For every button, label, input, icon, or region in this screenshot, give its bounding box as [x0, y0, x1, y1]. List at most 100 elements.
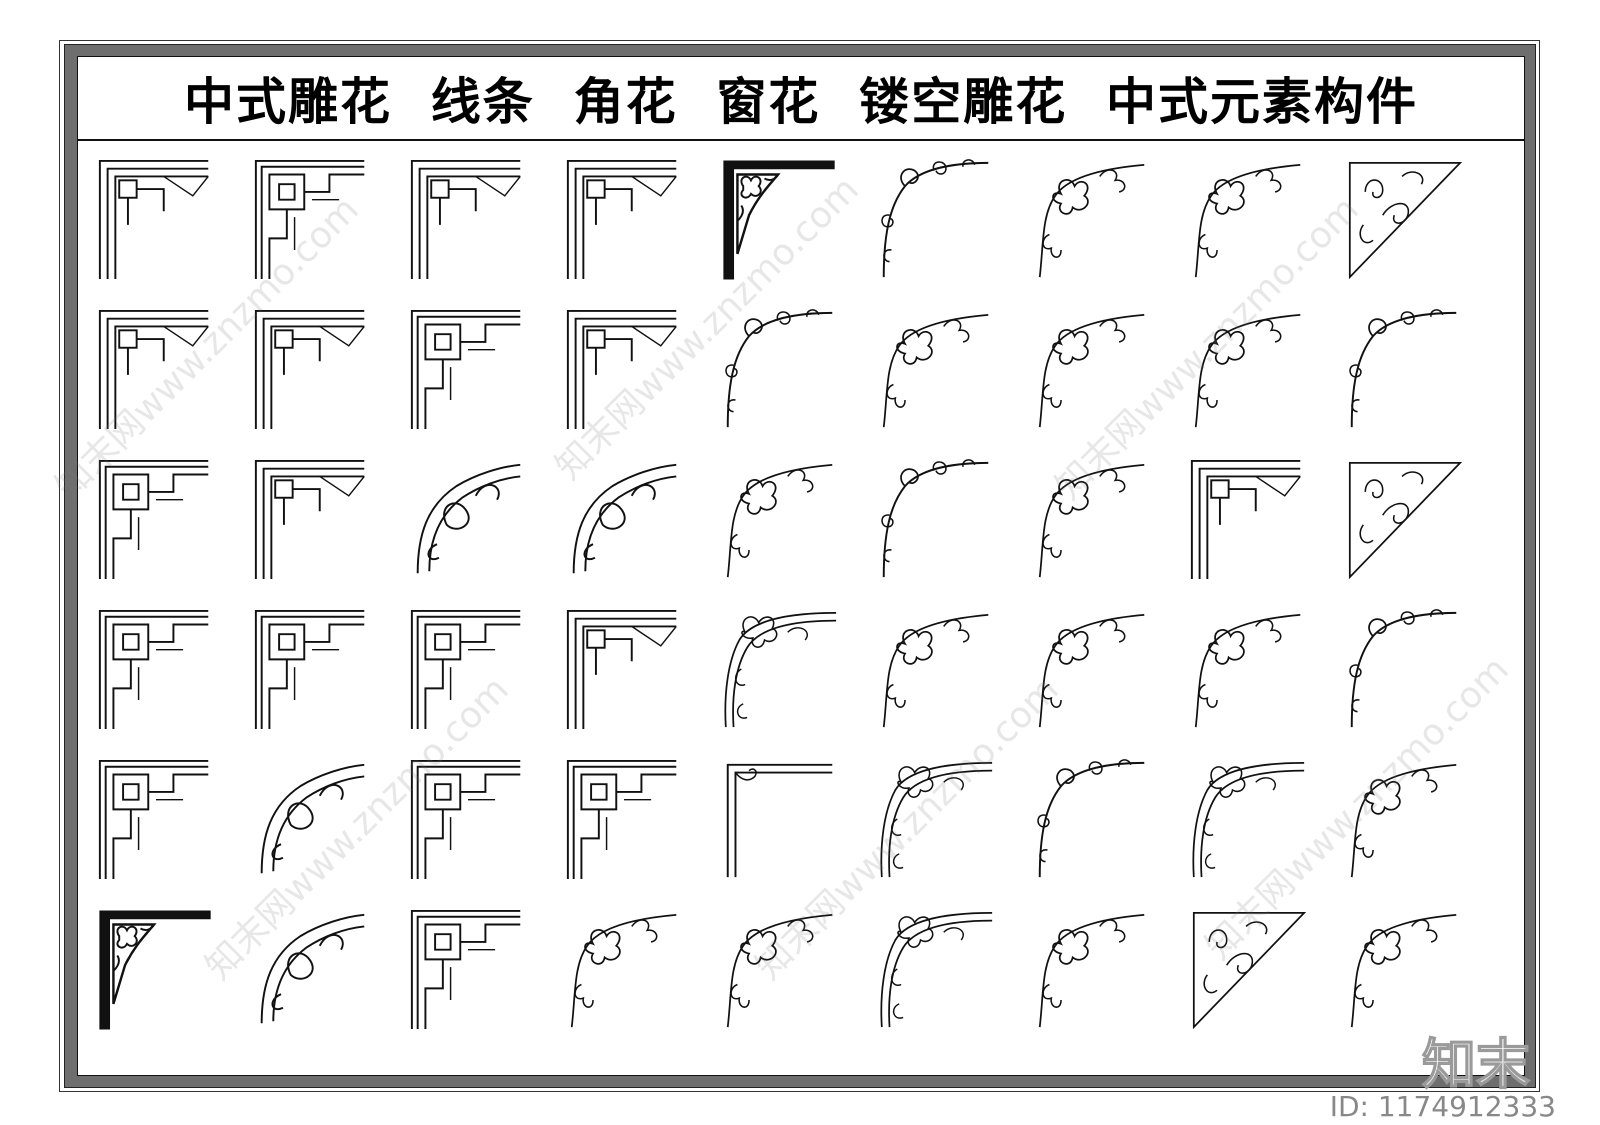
ornament-drawing — [1192, 762, 1305, 878]
ornament-drawing — [723, 160, 835, 280]
corner-ornament — [876, 755, 996, 885]
ornament-drawing — [572, 463, 677, 574]
ornament-drawing — [99, 910, 211, 1030]
ornament-drawing — [880, 762, 993, 878]
corner-ornament — [252, 155, 372, 285]
ornament-fret-key — [98, 760, 209, 880]
ornament-curl — [881, 459, 989, 578]
ornament-drawing — [260, 763, 365, 874]
corner-ornament — [1344, 455, 1464, 585]
corner-ornament — [252, 605, 372, 735]
ornament-fret — [254, 460, 365, 580]
ornament-floral — [1038, 913, 1145, 1028]
ornament-drawing — [254, 160, 365, 280]
corner-ornament — [876, 155, 996, 285]
ornament-cloud — [572, 463, 677, 574]
corner-ornament — [96, 155, 216, 285]
ornament-fret-key — [566, 760, 677, 880]
corner-ornament — [1032, 305, 1152, 435]
ornament-line — [726, 763, 833, 878]
corner-ornament — [96, 305, 216, 435]
corner-ornament — [1032, 155, 1152, 285]
ornament-drawing — [254, 310, 365, 430]
corner-ornament — [252, 755, 372, 885]
ornament-floral — [726, 913, 833, 1028]
ornament-ornate — [880, 762, 993, 878]
ornament-scroll — [1348, 462, 1463, 580]
ornament-drawing — [1192, 912, 1307, 1030]
corner-ornament — [1032, 455, 1152, 585]
outer-frame — [59, 40, 1540, 1092]
ornament-drawing — [260, 913, 365, 1024]
ornament-drawing — [98, 610, 209, 730]
corner-ornament — [408, 305, 528, 435]
corner-ornament — [1032, 905, 1152, 1035]
ornament-cloud — [260, 763, 365, 874]
ornament-drawing — [410, 760, 521, 880]
ornament-drawing — [1038, 313, 1145, 428]
ornament-scroll — [1192, 912, 1307, 1030]
ornament-drawing — [410, 610, 521, 730]
ornament-ornate-dark — [99, 910, 211, 1030]
corner-ornament — [720, 155, 840, 285]
ornament-fret — [98, 160, 209, 280]
ornament-drawing — [254, 460, 365, 580]
ornament-floral — [1038, 613, 1145, 728]
ornament-ornate — [880, 912, 993, 1028]
corner-ornament — [1344, 755, 1464, 885]
corner-ornament — [720, 305, 840, 435]
ornament-curl — [1037, 759, 1145, 878]
corner-ornament — [876, 605, 996, 735]
ornament-floral — [1350, 763, 1457, 878]
corner-ornament — [408, 905, 528, 1035]
corner-ornament — [1344, 605, 1464, 735]
ornament-drawing — [1348, 462, 1463, 580]
ornament-fret — [1190, 460, 1301, 580]
corner-ornament — [564, 305, 684, 435]
sheet-title: 中式雕花 线条 角花 窗花 镂空雕花 中式元素构件 — [183, 73, 1419, 131]
ornament-floral — [1194, 163, 1301, 278]
ornament-drawing — [1349, 309, 1457, 428]
ornament-grid — [78, 141, 1524, 1075]
ornament-floral — [726, 463, 833, 578]
ornament-cloud — [416, 463, 521, 574]
corner-ornament — [1188, 455, 1308, 585]
ornament-floral — [882, 613, 989, 728]
ornament-fret — [98, 310, 209, 430]
ornament-floral — [1038, 463, 1145, 578]
corner-ornament — [564, 755, 684, 885]
corner-ornament — [1344, 305, 1464, 435]
ornament-fret-key — [410, 910, 521, 1030]
watermark-logo: 知末 — [1421, 1032, 1531, 1097]
ornament-drawing — [1038, 613, 1145, 728]
corner-ornament — [1032, 755, 1152, 885]
watermark-id: ID: 1174912333 — [1329, 1090, 1556, 1123]
corner-ornament — [1344, 905, 1464, 1035]
ornament-drawing — [410, 310, 521, 430]
ornament-ornate-dark — [723, 160, 835, 280]
ornament-drawing — [880, 912, 993, 1028]
ornament-drawing — [881, 159, 989, 278]
ornament-drawing — [566, 610, 677, 730]
ornament-curl — [1349, 609, 1457, 728]
ornament-fret-key — [254, 160, 365, 280]
corner-ornament — [1188, 605, 1308, 735]
ornament-cloud — [260, 913, 365, 1024]
ornament-drawing — [98, 760, 209, 880]
corner-ornament — [876, 305, 996, 435]
corner-ornament — [564, 155, 684, 285]
corner-ornament — [1188, 755, 1308, 885]
ornament-floral — [1194, 313, 1301, 428]
ornament-scroll — [1348, 162, 1463, 280]
ornament-drawing — [725, 309, 833, 428]
ornament-fret — [254, 310, 365, 430]
ornament-drawing — [566, 160, 677, 280]
ornament-drawing — [570, 913, 677, 1028]
ornament-drawing — [1194, 163, 1301, 278]
ornament-drawing — [1038, 913, 1145, 1028]
ornament-fret — [566, 310, 677, 430]
corner-ornament — [96, 755, 216, 885]
ornament-ornate — [724, 612, 837, 728]
ornament-fret-key — [254, 610, 365, 730]
ornament-floral — [882, 313, 989, 428]
